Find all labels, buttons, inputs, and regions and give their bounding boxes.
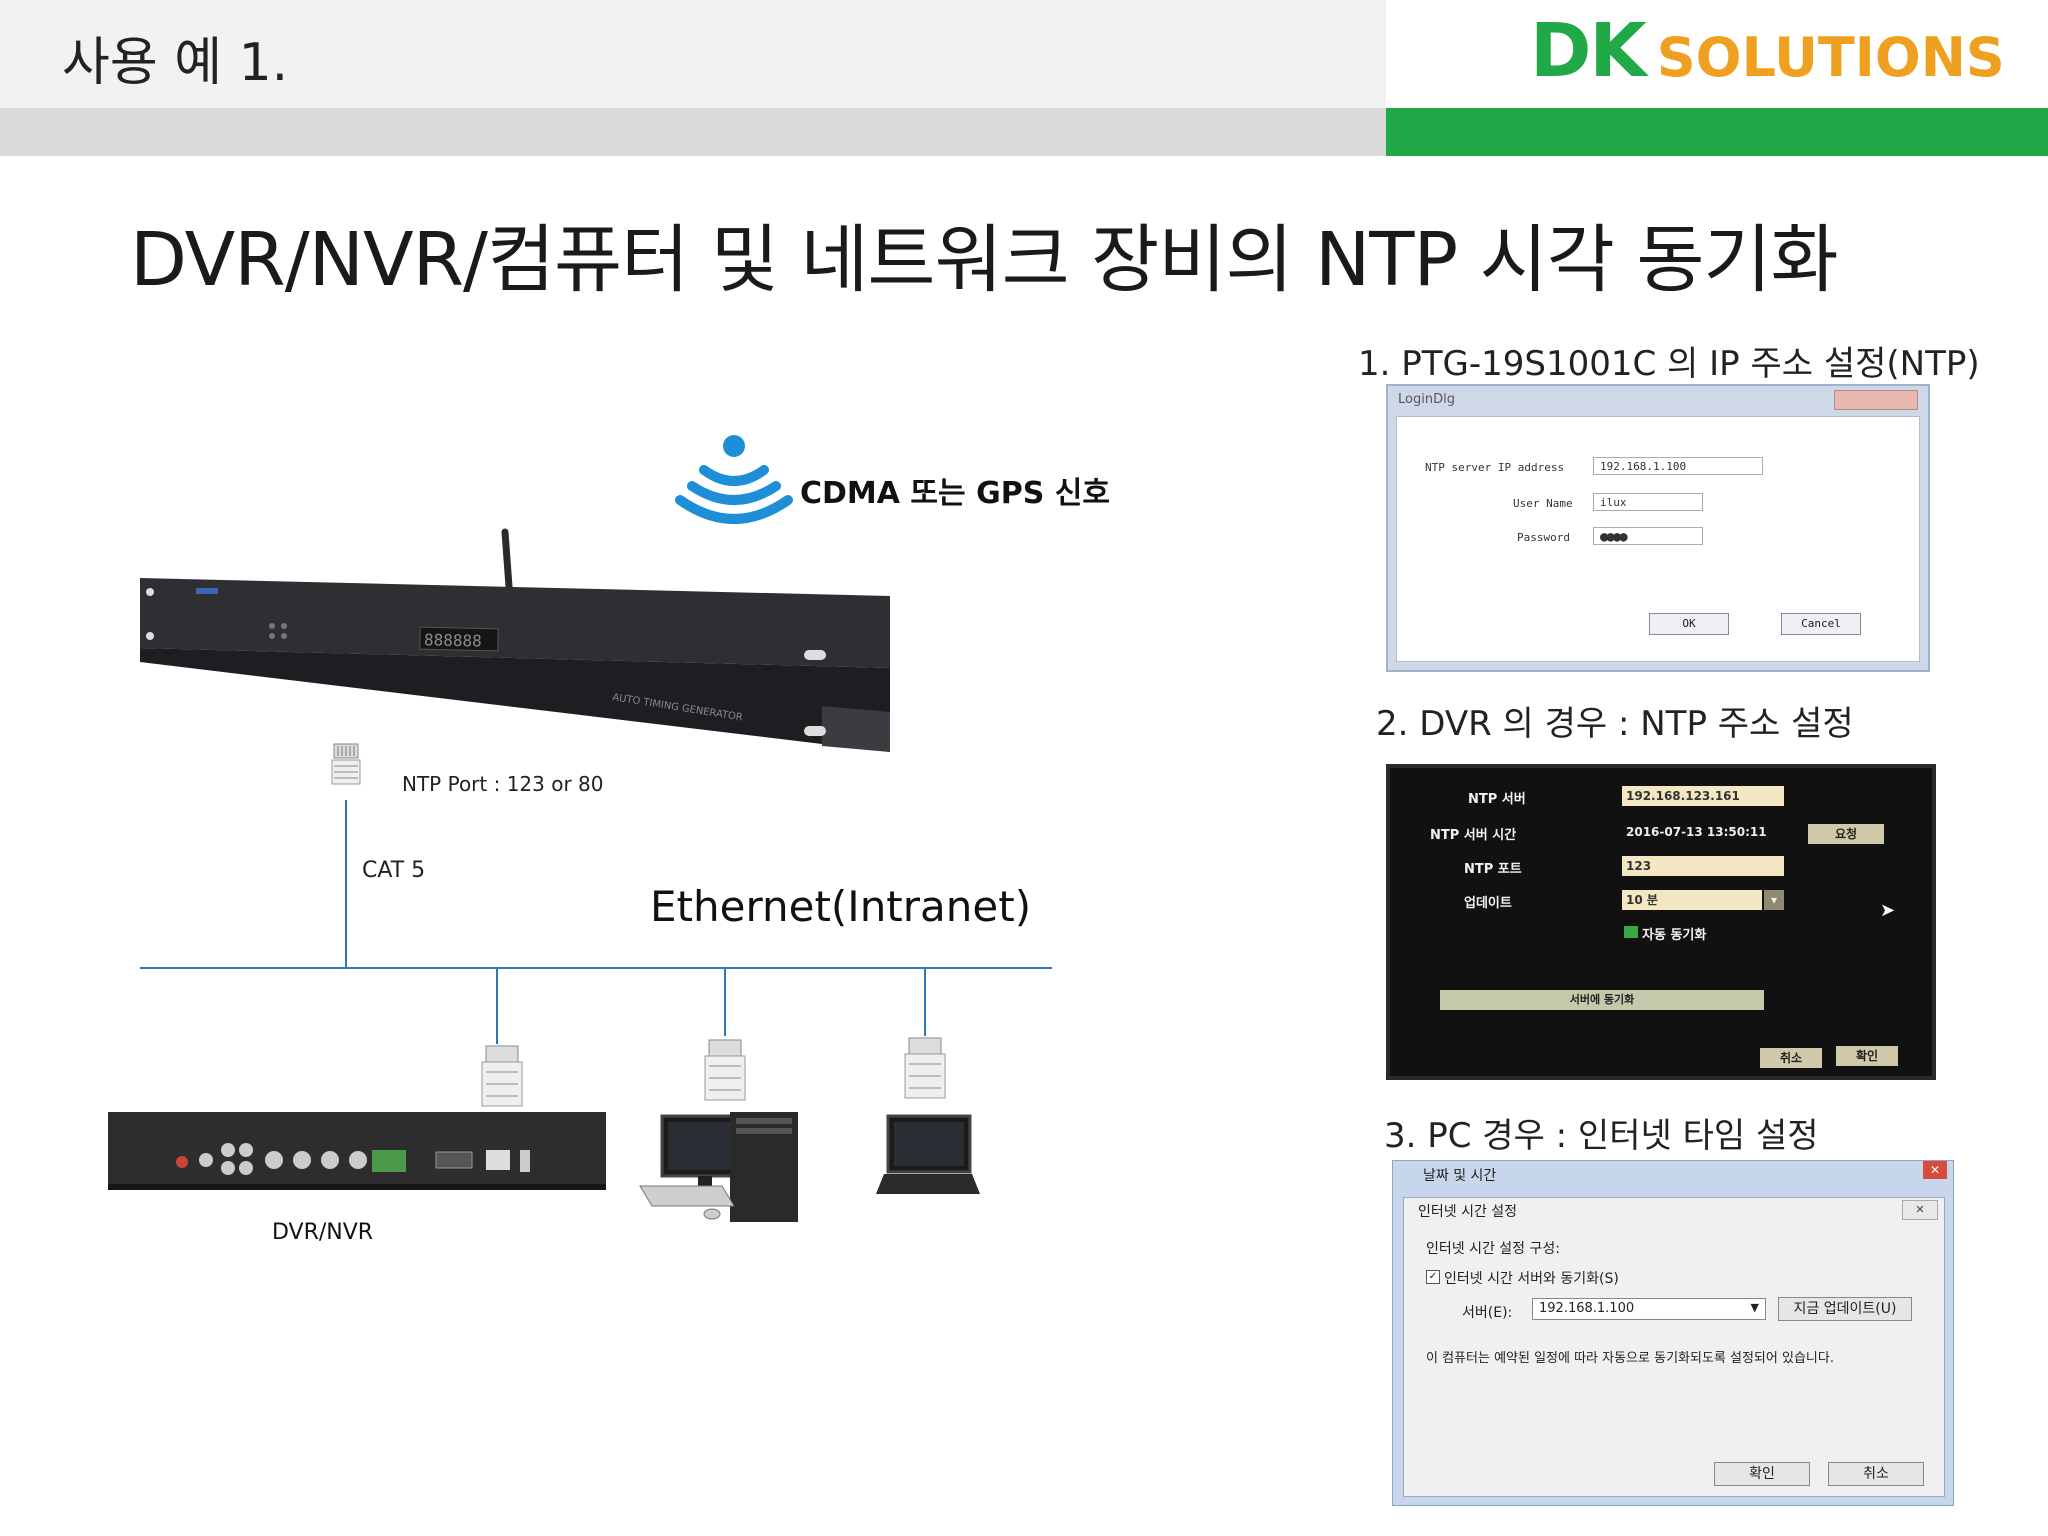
sync-checkbox-label: 인터넷 시간 서버와 동기화(S) bbox=[1444, 1271, 1619, 1287]
network-lines bbox=[140, 800, 1052, 1044]
step-1-title: 1. PTG-19S1001C 의 IP 주소 설정(NTP) bbox=[1358, 344, 1980, 384]
ntp-server-time-label: NTP 서버 시간 bbox=[1430, 828, 1517, 843]
ntp-port-label: NTP Port : 123 or 80 bbox=[402, 772, 604, 796]
desktop-computer-icon bbox=[639, 1112, 798, 1222]
user-name-label: User Name bbox=[1513, 497, 1573, 510]
cable-label: CAT 5 bbox=[362, 858, 426, 883]
login-dialog: LoginDlg NTP server IP address 192.168.1… bbox=[1386, 384, 1930, 672]
header-green-band bbox=[1386, 108, 2048, 156]
cancel-button[interactable]: 취소 bbox=[1760, 1048, 1822, 1068]
chevron-down-icon: ▼ bbox=[1750, 1301, 1759, 1314]
rj45-connector-icon bbox=[704, 1039, 746, 1101]
update-interval-label: 업데이트 bbox=[1464, 896, 1512, 911]
sync-note: 이 컴퓨터는 예약된 일정에 따라 자동으로 동기화되도록 설정되어 있습니다. bbox=[1426, 1351, 1834, 1366]
update-interval-select[interactable]: 10 분 bbox=[1622, 890, 1762, 910]
ntp-server-input[interactable]: 192.168.123.161 bbox=[1622, 786, 1784, 806]
internet-time-dialog: 날짜 및 시간 ✕ 인터넷 시간 설정 ✕ 인터넷 시간 설정 구성: ✓ 인터… bbox=[1392, 1160, 1954, 1506]
dvr-nvr-label: DVR/NVR bbox=[272, 1220, 374, 1245]
server-select[interactable]: 192.168.1.100 ▼ bbox=[1532, 1298, 1766, 1320]
dialog-title: LoginDlg bbox=[1398, 392, 1455, 407]
outer-dialog-title: 날짜 및 시간 bbox=[1423, 1168, 1497, 1184]
cancel-button[interactable]: Cancel bbox=[1781, 613, 1861, 635]
ntp-ip-input[interactable]: 192.168.1.100 bbox=[1593, 457, 1763, 475]
dvr-ntp-settings-screen: NTP 서버 192.168.123.161 NTP 서버 시간 2016-07… bbox=[1386, 764, 1936, 1080]
confirm-button[interactable]: 확인 bbox=[1836, 1046, 1898, 1066]
config-label: 인터넷 시간 설정 구성: bbox=[1426, 1241, 1560, 1257]
sync-server-button[interactable]: 서버에 동기화 bbox=[1440, 990, 1764, 1010]
dialog-body: NTP server IP address 192.168.1.100 User… bbox=[1396, 416, 1920, 662]
ntp-ip-label: NTP server IP address bbox=[1425, 461, 1565, 474]
header-gray-band bbox=[0, 108, 1386, 156]
wireless-signal-icon bbox=[675, 435, 793, 524]
close-icon[interactable]: ✕ bbox=[1902, 1200, 1938, 1220]
mouse-cursor-icon: ➤ bbox=[1880, 900, 1896, 921]
slide-label: 사용 예 1. bbox=[62, 33, 289, 93]
update-now-button[interactable]: 지금 업데이트(U) bbox=[1778, 1297, 1912, 1321]
header-bar bbox=[0, 0, 1386, 108]
ethernet-label: Ethernet(Intranet) bbox=[650, 882, 1032, 931]
time-server-device: 888888 AUTO TIMING GENERATOR bbox=[140, 528, 890, 752]
password-label: Password bbox=[1517, 531, 1570, 544]
step-3-title: 3. PC 경우 : 인터넷 타임 설정 bbox=[1384, 1116, 1819, 1156]
auto-sync-checkbox[interactable] bbox=[1624, 926, 1638, 938]
password-input[interactable]: ●●●● bbox=[1593, 527, 1703, 545]
dvr-nvr-device bbox=[108, 1112, 606, 1190]
chevron-down-icon[interactable]: ▾ bbox=[1764, 890, 1784, 910]
ntp-server-label: NTP 서버 bbox=[1468, 792, 1526, 807]
server-label: 서버(E): bbox=[1462, 1305, 1513, 1321]
inner-dialog-title: 인터넷 시간 설정 bbox=[1418, 1204, 1518, 1220]
sync-checkbox[interactable]: ✓ bbox=[1426, 1270, 1440, 1284]
ntp-server-time-value: 2016-07-13 13:50:11 bbox=[1622, 822, 1784, 842]
logo-dk: DK bbox=[1530, 8, 1647, 94]
internet-time-settings-panel: 인터넷 시간 설정 ✕ 인터넷 시간 설정 구성: ✓ 인터넷 시간 서버와 동… bbox=[1403, 1197, 1945, 1497]
close-icon[interactable]: ✕ bbox=[1923, 1161, 1947, 1179]
logo-solutions: SOLUTIONS bbox=[1656, 26, 2005, 89]
auto-sync-label: 자동 동기화 bbox=[1642, 928, 1707, 943]
signal-label: CDMA 또는 GPS 신호 bbox=[800, 476, 1110, 511]
page-title: DVR/NVR/컴퓨터 및 네트워크 장비의 NTP 시각 동기화 bbox=[130, 217, 1839, 303]
cancel-button[interactable]: 취소 bbox=[1828, 1462, 1924, 1486]
ok-button[interactable]: 확인 bbox=[1714, 1462, 1810, 1486]
svg-text:888888: 888888 bbox=[424, 630, 482, 650]
rj45-connector-icon bbox=[331, 743, 361, 785]
ntp-port-field-label: NTP 포트 bbox=[1464, 862, 1522, 877]
laptop-icon bbox=[876, 1114, 980, 1194]
step-2-title: 2. DVR 의 경우 : NTP 주소 설정 bbox=[1376, 704, 1854, 744]
network-diagram: 888888 AUTO TIMING GENERATOR bbox=[108, 435, 1052, 1222]
ntp-port-input[interactable]: 123 bbox=[1622, 856, 1784, 876]
apply-button[interactable]: 요청 bbox=[1808, 824, 1884, 844]
rj45-connector-icon bbox=[481, 1045, 523, 1107]
rj45-connector-icon bbox=[904, 1037, 946, 1099]
server-value: 192.168.1.100 bbox=[1539, 1301, 1635, 1316]
ok-button[interactable]: OK bbox=[1649, 613, 1729, 635]
user-name-input[interactable]: ilux bbox=[1593, 493, 1703, 511]
window-controls[interactable] bbox=[1834, 390, 1918, 410]
